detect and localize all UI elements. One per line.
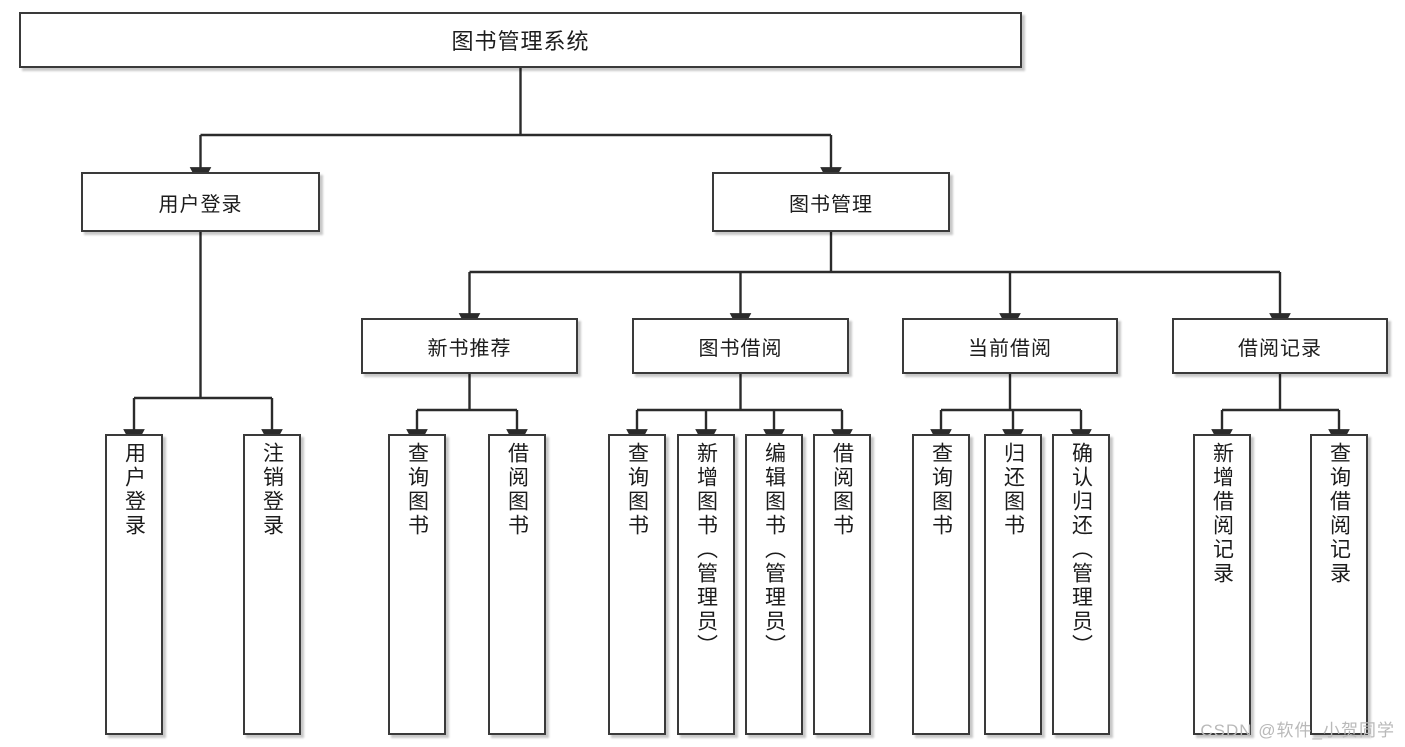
node-label: 归还图书 (1001, 442, 1025, 538)
level2-node-borrow-record[interactable]: 借阅记录 (1172, 318, 1388, 374)
leaf-node-leaf-user-login[interactable]: 用户登录 (105, 434, 163, 735)
level1-node-book-management[interactable]: 图书管理 (712, 172, 950, 232)
leaf-node-leaf-borrow-book-2[interactable]: 借阅图书 (813, 434, 871, 735)
node-label: 新增借阅记录 (1210, 442, 1234, 586)
node-label: 新书推荐 (427, 337, 512, 360)
node-label: 借阅图书 (505, 442, 529, 538)
level1-node-user-login[interactable]: 用户登录 (81, 172, 320, 232)
node-label: 编辑图书（管理员） (762, 442, 786, 658)
node-label: 图书借阅 (698, 337, 783, 360)
leaf-node-leaf-query-book-2[interactable]: 查询图书 (608, 434, 666, 735)
leaf-node-leaf-query-book-3[interactable]: 查询图书 (912, 434, 970, 735)
leaf-node-leaf-confirm-return[interactable]: 确认归还（管理员） (1052, 434, 1110, 735)
node-label: 当前借阅 (968, 337, 1052, 360)
node-label: 查询图书 (929, 442, 953, 538)
watermark-label: CSDN @软件_小贺同学 (1200, 721, 1395, 740)
leaf-node-leaf-query-record[interactable]: 查询借阅记录 (1310, 434, 1368, 735)
node-label: 借阅记录 (1238, 337, 1322, 360)
node-label: 借阅图书 (830, 442, 854, 538)
node-label: 图书管理系统 (451, 29, 590, 54)
node-label: 用户登录 (158, 193, 243, 216)
node-label: 图书管理 (789, 193, 873, 216)
leaf-node-leaf-query-book-1[interactable]: 查询图书 (388, 434, 446, 735)
leaf-node-leaf-user-logout[interactable]: 注销登录 (243, 434, 301, 735)
root-node-book-system[interactable]: 图书管理系统 (19, 12, 1022, 68)
level2-node-current-borrow[interactable]: 当前借阅 (902, 318, 1118, 374)
leaf-node-leaf-borrow-book-1[interactable]: 借阅图书 (488, 434, 546, 735)
node-label: 查询借阅记录 (1327, 442, 1351, 586)
node-label: 查询图书 (625, 442, 649, 538)
leaf-node-leaf-add-book[interactable]: 新增图书（管理员） (677, 434, 735, 735)
leaf-node-leaf-edit-book[interactable]: 编辑图书（管理员） (745, 434, 803, 735)
level2-node-book-borrow[interactable]: 图书借阅 (632, 318, 849, 374)
leaf-node-leaf-add-record[interactable]: 新增借阅记录 (1193, 434, 1251, 735)
level2-node-new-book-recommend[interactable]: 新书推荐 (361, 318, 578, 374)
node-label: 确认归还（管理员） (1069, 442, 1093, 658)
leaf-node-leaf-return-book[interactable]: 归还图书 (984, 434, 1042, 735)
node-label: 查询图书 (405, 442, 429, 538)
node-label: 注销登录 (260, 442, 284, 538)
node-label: 新增图书（管理员） (694, 442, 718, 658)
node-label: 用户登录 (122, 442, 146, 538)
